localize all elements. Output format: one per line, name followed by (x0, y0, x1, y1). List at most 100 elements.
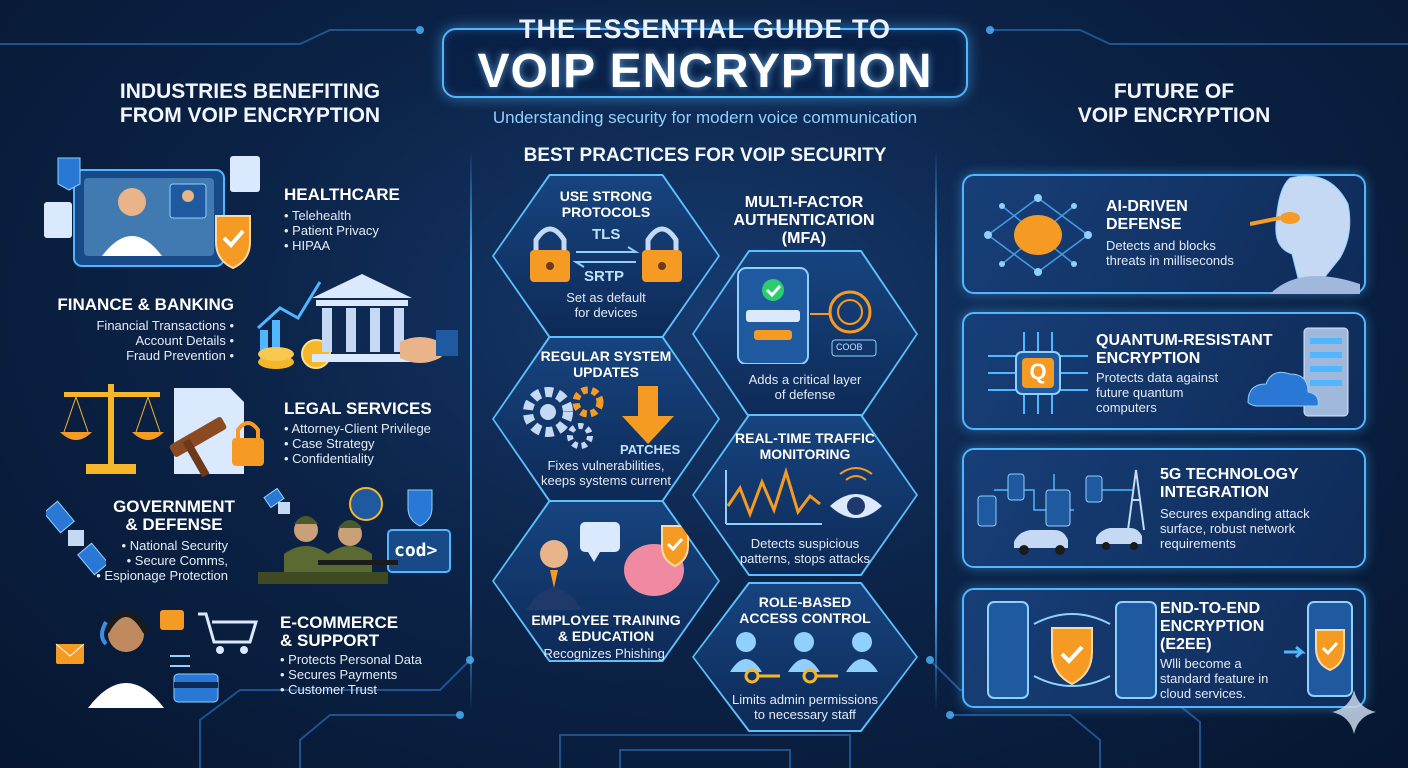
protocols-title-line1: USE STRONG (559, 188, 653, 204)
monitoring-desc-line2: patterns, stops attacks (739, 551, 871, 566)
left-heading-line2: FROM VOIP ENCRYPTION (119, 104, 381, 127)
industry-legal-list: Attorney-Client Privilege Case Strategy … (284, 421, 464, 466)
mfa-title-line2: AUTHENTICATION (733, 212, 875, 229)
practice-protocols-title: USE STRONG PROTOCOLS (492, 188, 720, 220)
practice-monitoring-title: REAL-TIME TRAFFIC MONITORING (692, 430, 918, 462)
e2ee-desc-line2: standard feature in (1160, 671, 1269, 686)
quantum-desc-line2: future quantum (1096, 385, 1184, 400)
updates-desc-line1: Fixes vulnerabilities, (547, 458, 665, 473)
future-ai-desc: Detects and blocks threats in millisecon… (1106, 238, 1234, 268)
training-title-line2: & EDUCATION (557, 628, 655, 644)
mfa-title-line3: (MFA) (781, 230, 827, 247)
users-key-icon (730, 632, 878, 684)
practice-rbac-title: ROLE-BASED ACCESS CONTROL (692, 594, 918, 626)
title-frame (442, 28, 968, 98)
e2ee-title-line1: END-TO-END (1160, 600, 1261, 617)
page-title: VOIP ENCRYPTION (477, 45, 933, 98)
list-item: National Security (76, 538, 228, 553)
industry-government-list: National Security Secure Comms, Espionag… (76, 538, 256, 583)
legal-illustration (56, 378, 270, 482)
phone-auth-icon (737, 267, 877, 364)
center-column-heading: BEST PRACTICES FOR VOIP SECURITY (523, 145, 887, 166)
list-item: Secure Comms, (76, 553, 228, 568)
5g-devices-icon (977, 469, 1145, 555)
5g-desc-line3: requirements (1160, 536, 1236, 551)
brain-network-icon (984, 194, 1092, 276)
title-top: THE ESSENTIAL GUIDE TO (518, 14, 892, 44)
government-title-line2: & DEFENSE (125, 515, 223, 534)
industry-finance-list: Financial Transactions Account Details F… (54, 318, 234, 363)
industry-legal-title: LEGAL SERVICES (284, 399, 432, 418)
industry-finance-title: FINANCE & BANKING (57, 295, 234, 314)
protocols-desc-line1: Set as default (566, 290, 646, 305)
protocols-title-line2: PROTOCOLS (561, 204, 651, 220)
quantum-title-line1: QUANTUM-RESISTANT (1096, 332, 1273, 349)
mfa-desc-line1: Adds a critical layer (748, 372, 862, 387)
e2ee-title-line2: ENCRYPTION (1160, 618, 1265, 635)
support-agent-icon (55, 610, 259, 708)
patches-label: PATCHES (620, 442, 681, 457)
list-item: Case Strategy (284, 436, 464, 451)
practice-protocols-desc: Set as default for devices (492, 290, 720, 320)
list-item: Financial Transactions (54, 318, 234, 333)
right-column-heading: FUTURE OF VOIP ENCRYPTION (1030, 80, 1318, 128)
right-divider (935, 150, 937, 710)
future-card-ai: AI-DRIVEN DEFENSE Detects and blocks thr… (962, 174, 1366, 294)
ecommerce-title-line2: & SUPPORT (280, 631, 380, 650)
list-item: Confidentiality (284, 451, 464, 466)
ai-title-line2: DEFENSE (1106, 216, 1182, 233)
traffic-graph-icon (725, 466, 882, 525)
shield-phone-icon (1284, 601, 1353, 697)
future-5g-title: 5G TECHNOLOGY INTEGRATION (1160, 466, 1299, 502)
right-heading-line2: VOIP ENCRYPTION (1077, 104, 1271, 127)
robot-head-icon (1250, 175, 1360, 294)
e2ee-desc-line3: cloud services. (1160, 686, 1246, 701)
sparkle-icon (1332, 690, 1376, 734)
left-heading-line1: INDUSTRIES BENEFITING (119, 80, 381, 103)
tls-label: TLS (592, 226, 621, 243)
mfa-desc-line2: of defense (774, 387, 836, 402)
defense-illustration: cod> (258, 480, 454, 586)
rbac-title-line2: ACCESS CONTROL (739, 610, 871, 626)
future-card-quantum: Q QUANTUM-RESISTANT ENCRYPTION Protects … (962, 312, 1366, 430)
monitoring-title-line1: REAL-TIME TRAFFIC (735, 430, 875, 446)
future-card-5g: 5G TECHNOLOGY INTEGRATION Secures expand… (962, 448, 1366, 568)
industry-healthcare-list: Telehealth Patient Privacy HIPAA (284, 208, 464, 253)
quantum-title-line2: ENCRYPTION (1096, 350, 1201, 367)
list-item: Protects Personal Data (280, 652, 460, 667)
list-item: Attorney-Client Privilege (284, 421, 464, 436)
gears-icon (523, 386, 674, 449)
future-quantum-title: QUANTUM-RESISTANT ENCRYPTION (1096, 332, 1273, 368)
industry-ecommerce-title: E-COMMERCE & SUPPORT (280, 614, 460, 650)
ecommerce-title-line1: E-COMMERCE (280, 613, 399, 632)
government-title-line1: GOVERNMENT (113, 497, 235, 516)
training-title-line1: EMPLOYEE TRAINING (531, 612, 681, 628)
updates-title-line1: REGULAR SYSTEM (540, 348, 672, 364)
updates-title-line2: UPDATES (573, 364, 639, 380)
list-item: Secures Payments (280, 667, 460, 682)
future-5g-desc: Secures expanding attack surface, robust… (1160, 506, 1310, 551)
5g-desc-line1: Secures expanding attack (1160, 506, 1310, 521)
updates-desc-line2: keeps systems current (540, 473, 672, 488)
practice-rbac-desc: Limits admin permissions to necessary st… (692, 692, 918, 722)
doctor-icon (44, 156, 260, 270)
list-item: Telehealth (284, 208, 464, 223)
future-card-e2ee: END-TO-END ENCRYPTION (E2EE) Wlli become… (962, 588, 1366, 708)
industry-government-title: GOVERNMENT & DEFENSE (104, 498, 244, 534)
industry-healthcare-title: HEALTHCARE (284, 185, 400, 204)
practice-card-rbac: ROLE-BASED ACCESS CONTROL Limits admin p… (692, 582, 918, 732)
practice-mfa-desc: Adds a critical layer of defense (692, 372, 918, 402)
ecommerce-illustration (48, 596, 264, 708)
mfa-code: COOB (836, 342, 863, 352)
e2ee-desc-line1: Wlli become a (1160, 656, 1242, 671)
practice-training-title: EMPLOYEE TRAINING & EDUCATION (492, 612, 720, 644)
5g-title-line1: 5G TECHNOLOGY (1160, 466, 1299, 483)
5g-desc-line2: surface, robust network (1160, 521, 1296, 536)
employee-icon (526, 522, 689, 610)
ai-title-line1: AI-DRIVEN (1106, 198, 1188, 215)
monitoring-desc-line1: Detects suspicious (750, 536, 860, 551)
left-divider (470, 150, 472, 710)
left-column-heading: INDUSTRIES BENEFITING FROM VOIP ENCRYPTI… (80, 80, 420, 128)
future-e2ee-title: END-TO-END ENCRYPTION (E2EE) (1160, 600, 1264, 654)
page-subtitle: Understanding security for modern voice … (492, 108, 918, 127)
